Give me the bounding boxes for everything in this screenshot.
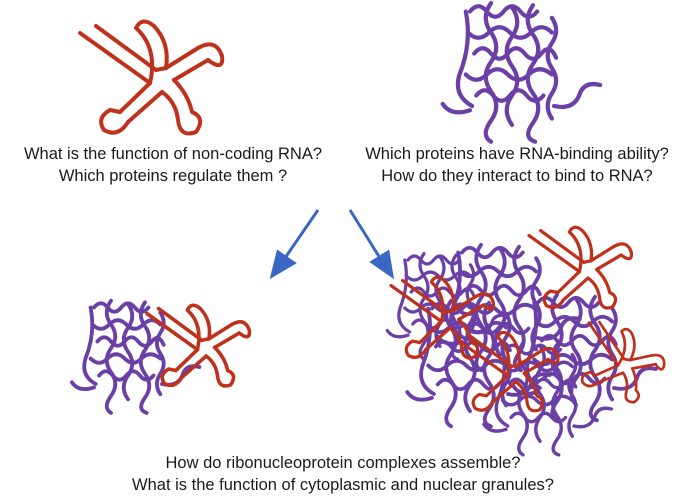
- arrow-down-right-icon: [348, 209, 395, 280]
- rna-molecule-icon: [78, 19, 225, 136]
- small-ribonucleoprotein-complex-icon: [69, 298, 252, 415]
- complex-question-line-1: How do ribonucleoprotein complexes assem…: [165, 454, 521, 472]
- protein-question-text: Which proteins have RNA-binding ability?…: [348, 143, 686, 187]
- protein-molecule-icon: [443, 3, 601, 142]
- protein-question-line-1: Which proteins have RNA-binding ability?: [365, 145, 669, 163]
- protein-question-line-2: How do they interact to bind to RNA?: [381, 167, 653, 185]
- arrow-down-left-icon: [269, 209, 320, 280]
- rna-question-text: What is the function of non-coding RNA? …: [0, 143, 346, 187]
- rna-question-line-1: What is the function of non-coding RNA?: [23, 145, 323, 163]
- complex-question-text: How do ribonucleoprotein complexes assem…: [100, 452, 586, 496]
- ribonucleoprotein-granule-icon: [385, 225, 673, 457]
- rna-question-line-2: Which proteins regulate them ?: [58, 167, 288, 185]
- complex-question-line-2: What is the function of cytoplasmic and …: [132, 476, 554, 494]
